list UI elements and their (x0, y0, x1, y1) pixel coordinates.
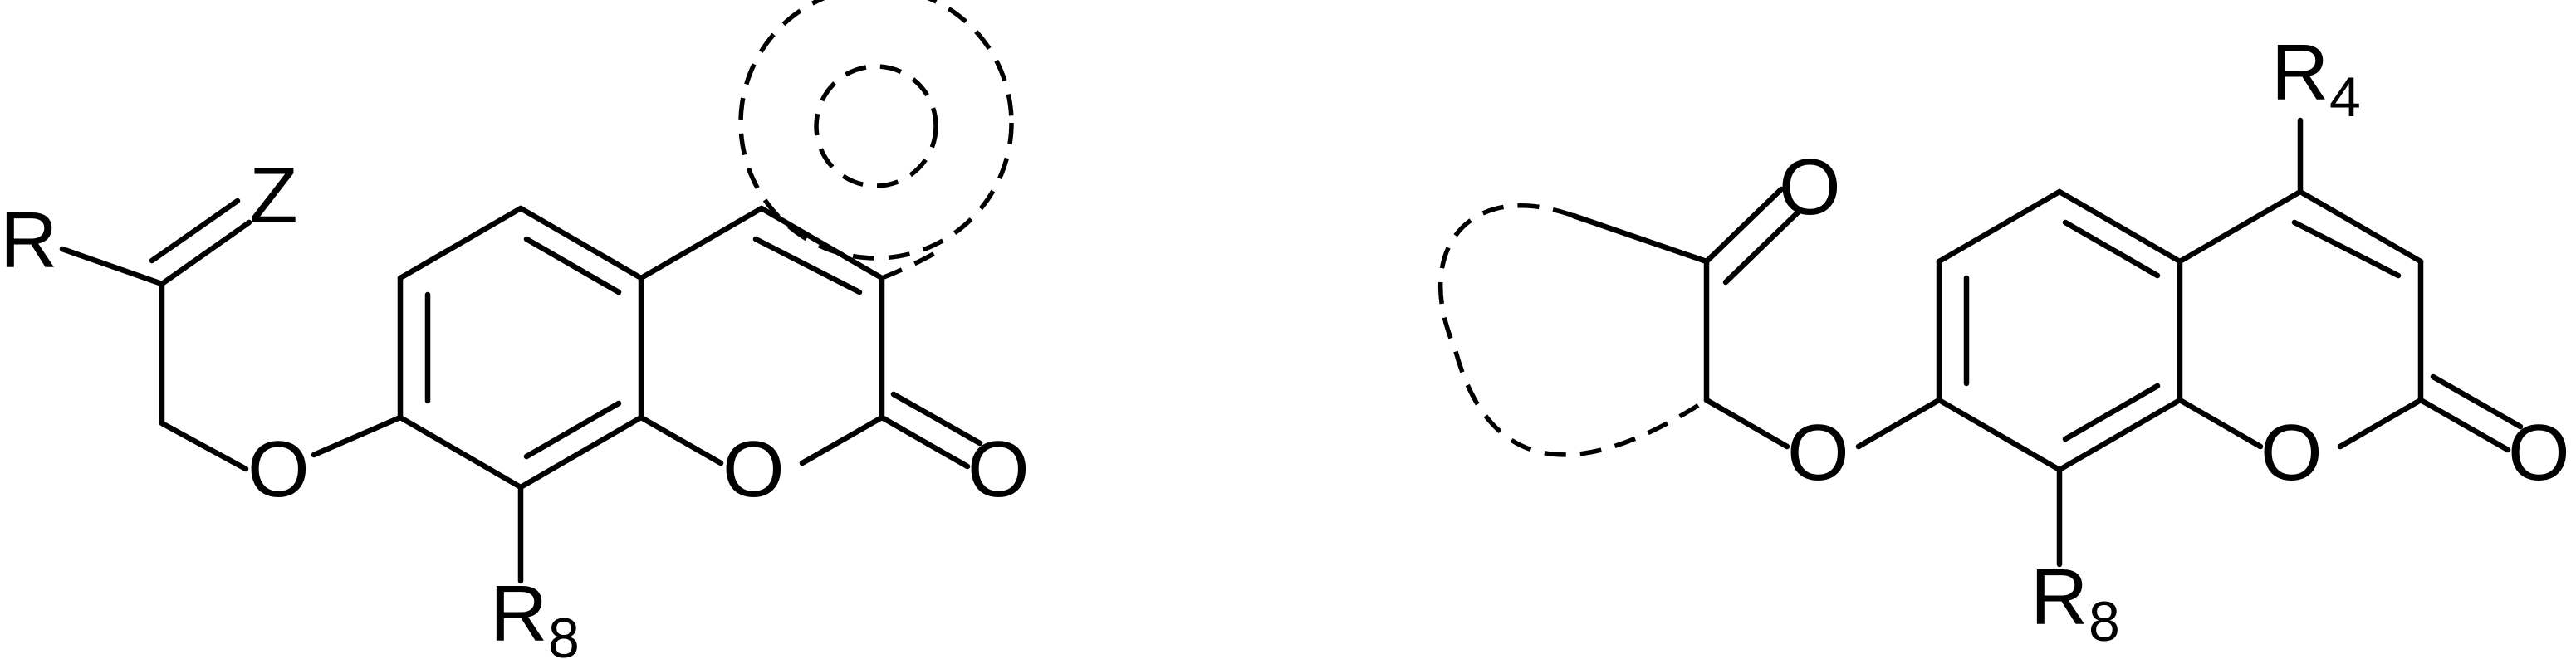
atom-o-carbonyl: O (2508, 408, 2570, 497)
bond-c4-c3 (758, 205, 885, 281)
bond-c7-c8 (1936, 397, 2063, 473)
bond-c4-c3 (2297, 188, 2424, 265)
bond-ch2-o (159, 420, 249, 472)
bond-c8a-o1 (638, 414, 724, 466)
bond-r-c (59, 246, 165, 287)
bond-c-o-ketone (1703, 186, 1785, 265)
bond-c8-c8a (2056, 397, 2183, 473)
bond-c5-c6 (397, 205, 524, 281)
bond-c8a-o1 (2177, 397, 2264, 450)
atom-r4: R (2271, 28, 2329, 117)
bond-c4a-c4 (638, 205, 765, 281)
bond-c8-c8a-inner (523, 400, 622, 460)
bond-c4a-c5-inner (523, 236, 622, 295)
bond-c4a-c5-inner (2062, 219, 2161, 279)
structure-1: R Z O O O R 8 (0, 0, 1030, 659)
atom-o-ether: O (247, 425, 310, 514)
bond-c2-o-carbonyl (2417, 397, 2511, 453)
bond-c2-o-carbonyl-double (890, 391, 983, 447)
bond-c8-c8a (517, 414, 644, 491)
atom-o-ring: O (722, 425, 785, 514)
bond-ring-c (1570, 212, 1710, 265)
bond-c4-c3-inner (2291, 219, 2402, 279)
bond-c-o-ketone-double (1722, 207, 1804, 286)
structure-2: O O O O R 4 R 8 (1438, 28, 2570, 653)
dashed-ring (1438, 203, 1708, 457)
atom-z: Z (249, 151, 298, 240)
bond-c4a-c4 (2177, 188, 2304, 265)
atom-r8-subscript: 8 (2089, 590, 2120, 653)
atom-r: R (0, 196, 57, 285)
bond-c-z (159, 219, 252, 287)
bond-c8-c8a-inner (2062, 383, 2161, 442)
atom-o-ring: O (2260, 408, 2323, 497)
atom-r4-subscript: 4 (2329, 66, 2361, 129)
atom-r8: R (2030, 553, 2088, 642)
dashed-ring-inner (814, 64, 938, 188)
atom-r8: R (490, 569, 547, 658)
bond-c4a-c5 (2056, 188, 2183, 265)
bond-o-c7 (311, 414, 404, 458)
bond-c2-o-carbonyl (879, 414, 971, 470)
bond-c2-o-carbonyl-double (2430, 373, 2524, 430)
bond-o-c7 (1855, 397, 1942, 450)
bond-c-o-ether (1703, 397, 1790, 450)
atom-o-ketone: O (1779, 143, 1841, 232)
bond-o1-c2 (2337, 397, 2424, 450)
bond-c4a-c5 (517, 205, 644, 281)
dashed-bond-c3-ring (880, 247, 944, 281)
bond-c-z-double (149, 198, 241, 264)
dashed-ring-outer (738, 0, 1014, 261)
atom-r8-subscript: 8 (548, 607, 580, 659)
atom-o-carbonyl: O (967, 425, 1030, 514)
bond-c5-c6 (1936, 188, 2063, 265)
bond-c4-c3-inner (752, 236, 863, 295)
bond-c7-c8 (397, 414, 524, 491)
bond-o1-c2 (799, 414, 885, 466)
atom-o-ether: O (1787, 408, 1849, 497)
